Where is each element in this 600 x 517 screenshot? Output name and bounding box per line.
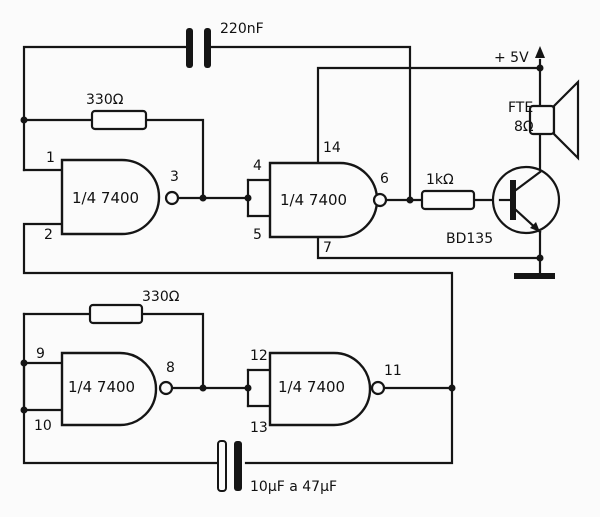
gate-4-pin-13: 13 (250, 420, 268, 436)
resistor-330-top: 330Ω (86, 92, 148, 131)
speaker-name-label: FTE (508, 100, 533, 116)
nand-gate-1: 1/4 7400 1 2 3 (44, 150, 180, 243)
gate-4-label: 1/4 7400 (278, 378, 345, 396)
gate-4-pin-11: 11 (384, 363, 402, 379)
resistor-1k: 1kΩ (420, 172, 476, 211)
gate-4-pin-12: 12 (250, 348, 268, 364)
gate-2-pin-5: 5 (253, 227, 262, 243)
resistor-330-top-label: 330Ω (86, 92, 124, 108)
junction-dots (20, 64, 544, 414)
wires (22, 45, 555, 465)
capacitor-220nf: 220nF (186, 21, 264, 68)
gate-2-pin-4: 4 (253, 158, 262, 174)
gate-1-pin-3: 3 (170, 169, 179, 185)
nand-gate-3: 1/4 7400 9 10 8 (34, 346, 175, 434)
resistor-330-bottom-label: 330Ω (142, 289, 180, 305)
capacitor-220nf-label: 220nF (220, 21, 264, 37)
transistor-npn-icon: BD135 (446, 165, 561, 247)
gate-3-pin-8: 8 (166, 360, 175, 376)
gate-3-pin-10: 10 (34, 418, 52, 434)
gate-2-pin-14: 14 (323, 140, 341, 156)
resistor-330-bottom: 330Ω (88, 289, 180, 325)
gate-3-pin-9: 9 (36, 346, 45, 362)
gate-1-pin-2: 2 (44, 227, 53, 243)
nand-gate-2: 1/4 7400 4 5 6 14 7 (253, 140, 389, 256)
gate-3-label: 1/4 7400 (68, 378, 135, 396)
capacitor-electrolytic-label: 10µF a 47µF (250, 479, 337, 495)
gate-2-pin-7: 7 (323, 240, 332, 256)
speaker-icon: FTE 8Ω (508, 79, 580, 161)
gate-2-pin-6: 6 (380, 171, 389, 187)
supply-5v: + 5V (494, 46, 545, 66)
gate-1-label: 1/4 7400 (72, 189, 139, 207)
nand-gate-4: 1/4 7400 12 13 11 (250, 348, 402, 436)
speaker-value-label: 8Ω (514, 119, 534, 135)
supply-label: + 5V (494, 50, 529, 66)
resistor-1k-label: 1kΩ (426, 172, 454, 188)
gate-1-pin-1: 1 (46, 150, 55, 166)
gate-2-label: 1/4 7400 (280, 191, 347, 209)
transistor-label: BD135 (446, 231, 493, 247)
capacitor-electrolytic: 10µF a 47µF (217, 440, 337, 495)
